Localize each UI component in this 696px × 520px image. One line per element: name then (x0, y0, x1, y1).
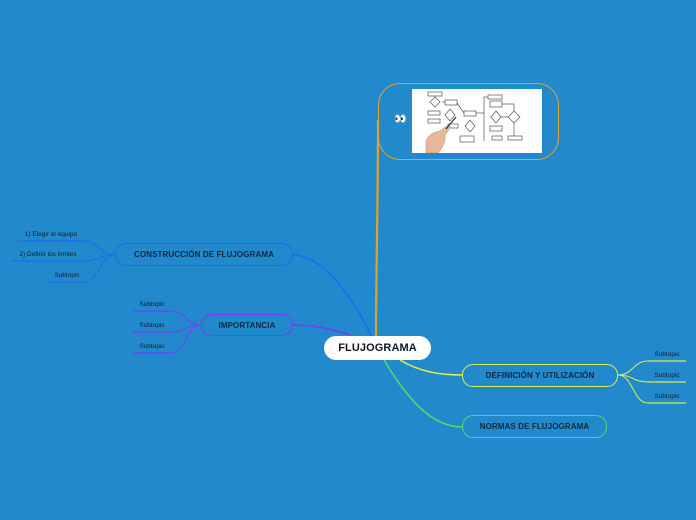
connector-construccion (292, 254, 373, 339)
subtopic-importancia-1[interactable]: Subtopic (139, 301, 165, 308)
subtopic-definir-limites[interactable]: 2) Definir los límites (19, 251, 77, 258)
topic-definicion-label: DEFINICIÓN Y UTILIZACIÓN (485, 371, 595, 380)
eyes-icon: 👀 (394, 114, 407, 125)
connector-normas (383, 359, 463, 428)
subtopic-definicion-2[interactable]: Subtopic (654, 372, 680, 379)
connector-definicion (399, 359, 463, 376)
topic-construccion[interactable]: CONSTRUCCIÓN DE FLUJOGRAMA (115, 243, 293, 266)
topic-importancia-label: IMPORTANCIA (218, 320, 276, 330)
subtopic-importancia-2[interactable]: Subtopic (139, 322, 165, 329)
subtopic-construccion-3[interactable]: Subtopic (54, 272, 80, 279)
subtopic-definicion-1[interactable]: Subtopic (654, 351, 680, 358)
subtopic-definicion-3[interactable]: Subtopic (654, 393, 680, 400)
flowchart-image (412, 89, 542, 154)
subtopic-elegir-equipo[interactable]: 1) Elegir el equipo (24, 231, 78, 238)
subtopic-importancia-3[interactable]: Subtopic (139, 343, 165, 350)
topic-normas[interactable]: NORMAS DE FLUJOGRAMA (462, 415, 607, 438)
topic-importancia[interactable]: IMPORTANCIA (201, 314, 293, 336)
topic-definicion[interactable]: DEFINICIÓN Y UTILIZACIÓN (462, 364, 618, 387)
topic-normas-label: NORMAS DE FLUJOGRAMA (479, 422, 590, 431)
connector-image (374, 119, 380, 341)
topic-construccion-label: CONSTRUCCIÓN DE FLUJOGRAMA (134, 250, 274, 259)
hand-with-pen (425, 116, 457, 154)
root-topic-label: FLUJOGRAMA (338, 342, 417, 354)
connector-importancia (292, 324, 351, 336)
root-topic[interactable]: FLUJOGRAMA (324, 336, 431, 360)
image-topic-node[interactable] (378, 83, 559, 160)
